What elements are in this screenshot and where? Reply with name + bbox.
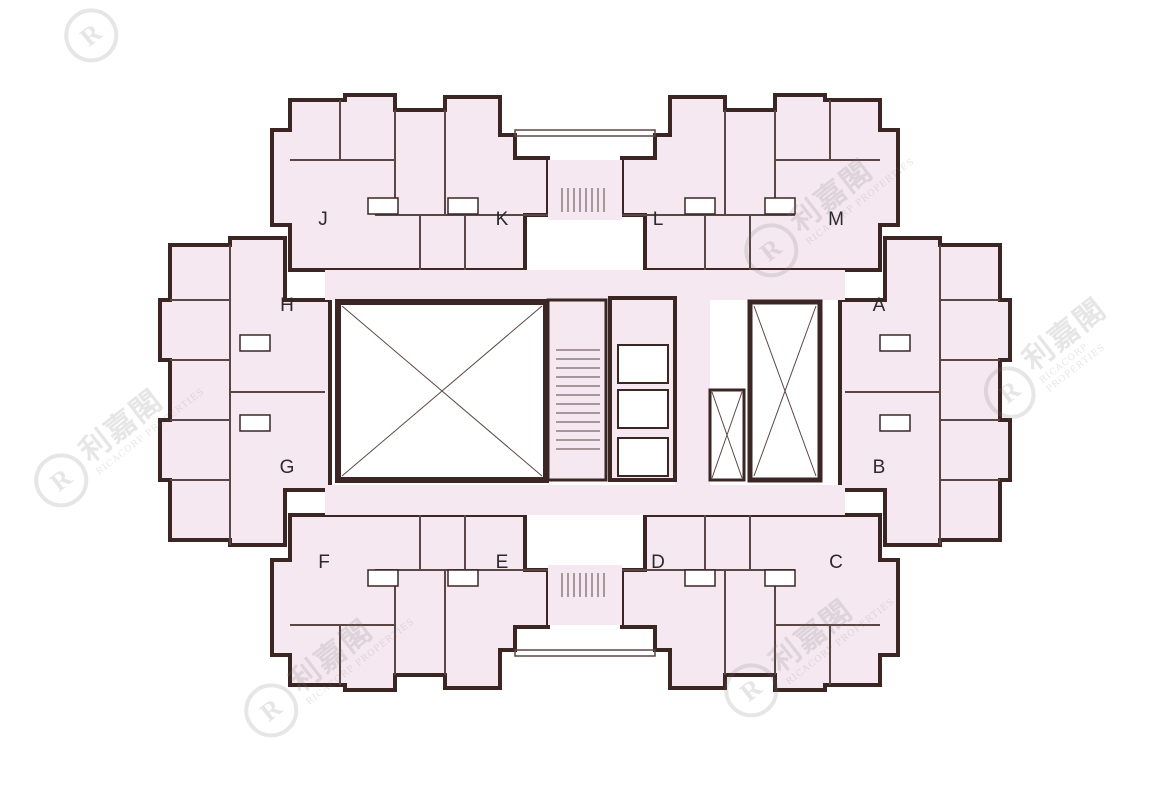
bath-fixture: [447, 569, 479, 587]
bath-fixture: [239, 334, 271, 352]
unit-label-c: C: [829, 552, 843, 573]
lobby-south: [548, 565, 622, 625]
lift-car: [617, 389, 669, 429]
lift-car: [617, 344, 669, 384]
bath-fixture: [764, 197, 796, 215]
bath-fixture: [684, 569, 716, 587]
bath-fixture: [764, 569, 796, 587]
bath-fixture: [447, 197, 479, 215]
bridge-south: [514, 649, 656, 657]
bath-fixture: [239, 414, 271, 432]
unit-label-g: G: [279, 457, 295, 478]
void-cross-line: [341, 305, 543, 477]
bath-fixture: [879, 334, 911, 352]
corridor-north: [325, 270, 845, 300]
corridor-south: [325, 485, 845, 515]
bath-fixture: [879, 414, 911, 432]
lift-car: [617, 437, 669, 477]
unit-block-lm: [620, 93, 900, 272]
unit-label-e: E: [495, 552, 509, 573]
unit-label-a: A: [872, 295, 886, 316]
unit-label-h: H: [280, 295, 294, 316]
unit-label-b: B: [872, 457, 886, 478]
unit-block-dc: [620, 513, 900, 692]
unit-label-d: D: [651, 552, 665, 573]
unit-block-fe: [270, 513, 550, 692]
bath-fixture: [367, 197, 399, 215]
lobby-north: [548, 160, 622, 220]
bath-fixture: [684, 197, 716, 215]
unit-block-jk: [270, 93, 550, 272]
shaft-cross-line: [711, 391, 743, 479]
unit-label-f: F: [318, 552, 330, 573]
bridge-north: [514, 129, 656, 137]
unit-label-j: J: [318, 209, 328, 230]
lift-cross-line: [753, 305, 817, 477]
unit-label-k: K: [495, 209, 509, 230]
unit-label-l: L: [652, 209, 664, 230]
bath-fixture: [367, 569, 399, 587]
unit-label-m: M: [828, 209, 844, 230]
stair-core: [546, 298, 608, 482]
corridor-center: [675, 298, 710, 488]
